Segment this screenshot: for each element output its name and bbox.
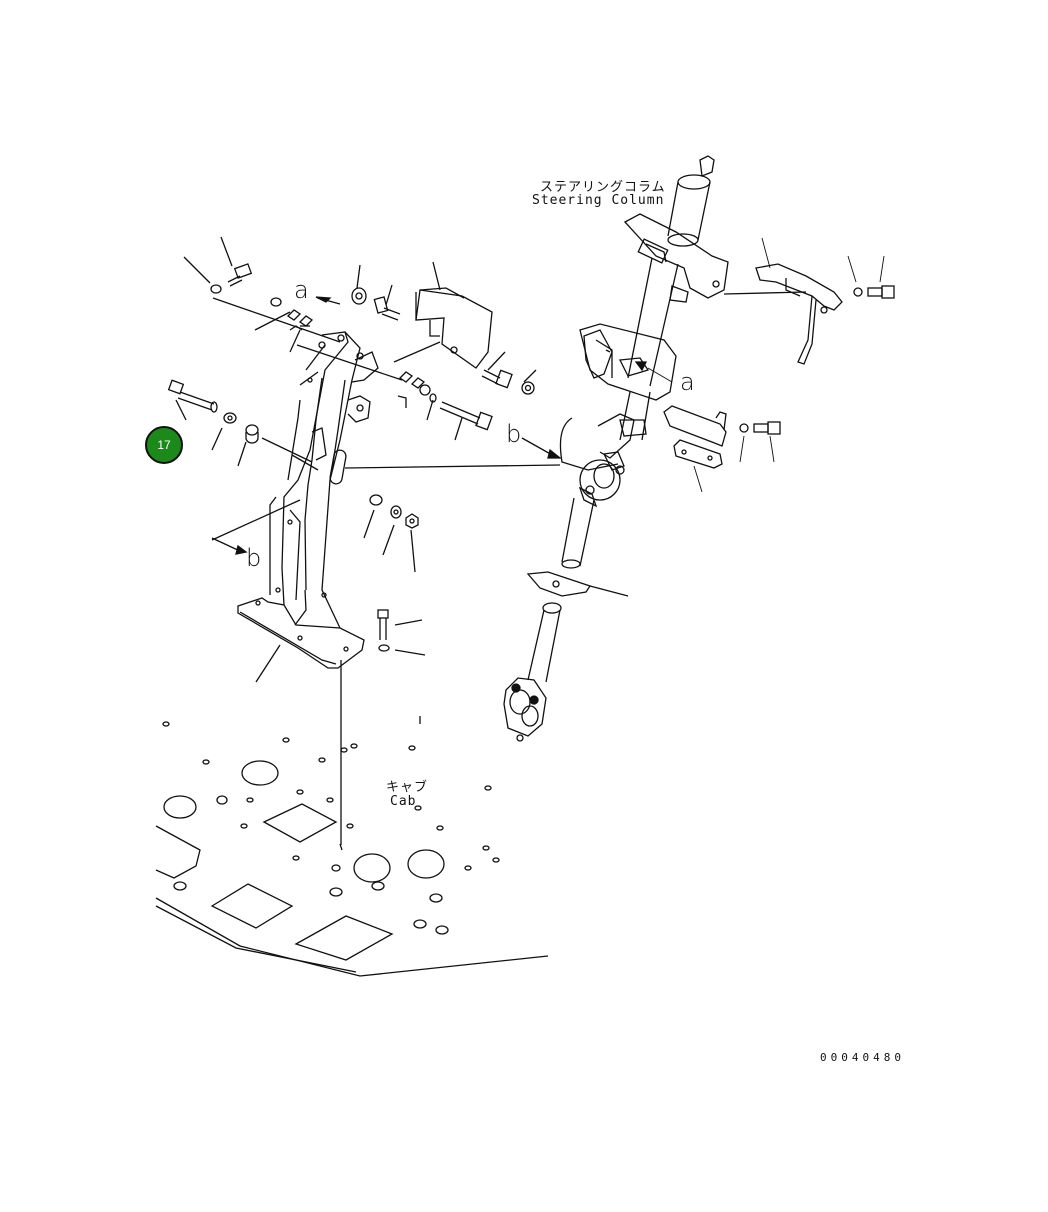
cab-floor-plate bbox=[155, 716, 549, 977]
steering-column-label-en: Steering Column bbox=[532, 193, 665, 208]
steering-column-label-jp: ステアリングコラム bbox=[540, 180, 666, 195]
fastener-hardware bbox=[167, 263, 535, 652]
reference-letter-a-right: a bbox=[680, 368, 695, 396]
reference-letter-b-right: b bbox=[506, 420, 522, 448]
cab-label-jp: キャブ bbox=[386, 780, 429, 795]
cab-label-en: Cab bbox=[390, 794, 417, 809]
reference-letter-a-left: a bbox=[294, 276, 309, 304]
callout-17[interactable]: 17 bbox=[145, 426, 183, 464]
steering-column bbox=[503, 155, 895, 742]
pedal-bracket bbox=[237, 331, 379, 669]
column-cover bbox=[415, 287, 493, 369]
reference-letter-b-left: b bbox=[246, 544, 262, 572]
leader-lines-left bbox=[175, 236, 561, 845]
drawing-number: 00040480 bbox=[820, 1051, 905, 1064]
